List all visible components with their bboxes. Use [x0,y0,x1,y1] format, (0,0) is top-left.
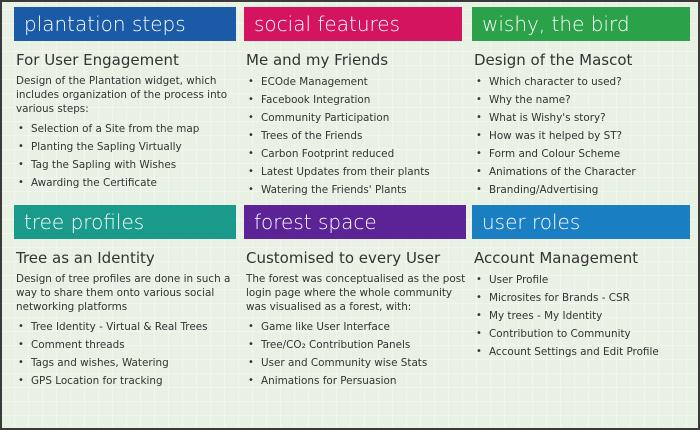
list-item: •Which character to used? [474,73,694,91]
card-subtitle: Account Management [474,249,639,267]
bullet-icon: • [18,159,24,170]
list-item: •Planting the Sapling Virtually [16,138,236,156]
list-item: •Game like User Interface [246,318,466,336]
bullet-list: •User Profile •Microsites for Brands - C… [474,271,694,361]
card-forest-space: forest space Customised to every User Th… [244,205,466,390]
list-item: •User Profile [474,271,694,289]
bullet-list: •Tree Identity - Virtual & Real Trees •C… [16,318,236,390]
list-item: •Branding/Advertising [474,181,694,199]
card-subtitle: Customised to every User [246,249,441,267]
card-wishy-the-bird: wishy, the bird Design of the Mascot •Wh… [472,7,694,199]
list-item: •GPS Location for tracking [16,372,236,390]
bullet-icon: • [248,184,254,195]
list-item: •My trees - My Identity [474,307,694,325]
bullet-icon: • [476,166,482,177]
list-item: •Latest Updates from their plants [246,163,466,181]
card-subtitle: Design of the Mascot [474,51,633,69]
list-item: •Facebook Integration [246,91,466,109]
bullet-icon: • [248,321,254,332]
list-item: •Trees of the Friends [246,127,466,145]
bullet-icon: • [18,375,24,386]
bullet-icon: • [18,339,24,350]
bullet-icon: • [248,76,254,87]
bullet-list: •Which character to used? •Why the name?… [474,73,694,199]
list-item: •User and Community wise Stats [246,354,466,372]
bullet-list: •ECOde Management •Facebook Integration … [246,73,466,199]
card-title: plantation steps [14,7,236,41]
list-item: •Community Participation [246,109,466,127]
bullet-icon: • [248,166,254,177]
list-item: •Selection of a Site from the map [16,120,236,138]
bullet-icon: • [248,94,254,105]
card-tree-profiles: tree profiles Tree as an Identity Design… [14,205,236,390]
bullet-icon: • [476,76,482,87]
card-plantation-steps: plantation steps For User Engagement Des… [14,7,236,192]
bullet-icon: • [476,112,482,123]
bullet-icon: • [476,184,482,195]
list-item: •Comment threads [16,336,236,354]
card-subtitle: Me and my Friends [246,51,389,69]
bullet-icon: • [248,375,254,386]
bullet-icon: • [476,292,482,303]
bullet-icon: • [476,94,482,105]
card-title: tree profiles [14,205,236,239]
card-title: social features [244,7,462,41]
card-subtitle: Tree as an Identity [16,249,155,267]
bullet-icon: • [476,310,482,321]
list-item: •ECOde Management [246,73,466,91]
bullet-icon: • [476,148,482,159]
card-title: forest space [244,205,466,239]
card-subtitle: For User Engagement [16,51,179,69]
bullet-icon: • [248,357,254,368]
list-item: •Animations for Persuasion [246,372,466,390]
list-item: •What is Wishy's story? [474,109,694,127]
bullet-icon: • [18,321,24,332]
bullet-icon: • [18,177,24,188]
list-item: •Tree Identity - Virtual & Real Trees [16,318,236,336]
card-title: user roles [472,205,690,239]
list-item: •Watering the Friends' Plants [246,181,466,199]
card-description: Design of the Plantation widget, which i… [16,75,228,115]
list-item: •Carbon Footprint reduced [246,145,466,163]
bullet-list: •Game like User Interface •Tree/CO₂ Cont… [246,318,466,390]
list-item: •Tags and wishes, Watering [16,354,236,372]
bullet-icon: • [476,328,482,339]
list-item: •Animations of the Character [474,163,694,181]
bullet-icon: • [476,346,482,357]
bullet-icon: • [248,130,254,141]
card-social-features: social features Me and my Friends •ECOde… [244,7,466,199]
card-user-roles: user roles Account Management •User Prof… [472,205,694,361]
bullet-icon: • [18,123,24,134]
list-item: •Why the name? [474,91,694,109]
list-item: •Awarding the Certificate [16,174,236,192]
bullet-icon: • [476,130,482,141]
bullet-icon: • [248,339,254,350]
list-item: •Account Settings and Edit Profile [474,343,694,361]
list-item: •Tag the Sapling with Wishes [16,156,236,174]
list-item: •Form and Colour Scheme [474,145,694,163]
bullet-icon: • [18,357,24,368]
card-title: wishy, the bird [472,7,690,41]
bullet-icon: • [248,112,254,123]
list-item: •How was it helped by ST? [474,127,694,145]
list-item: •Contribution to Community [474,325,694,343]
card-description: The forest was conceptualised as the pos… [246,273,466,313]
bullet-list: •Selection of a Site from the map •Plant… [16,120,236,192]
list-item: •Tree/CO₂ Contribution Panels [246,336,466,354]
bullet-icon: • [18,141,24,152]
card-description: Design of tree profiles are done in such… [16,273,231,313]
bullet-icon: • [476,274,482,285]
bullet-icon: • [248,148,254,159]
list-item: •Microsites for Brands - CSR [474,289,694,307]
